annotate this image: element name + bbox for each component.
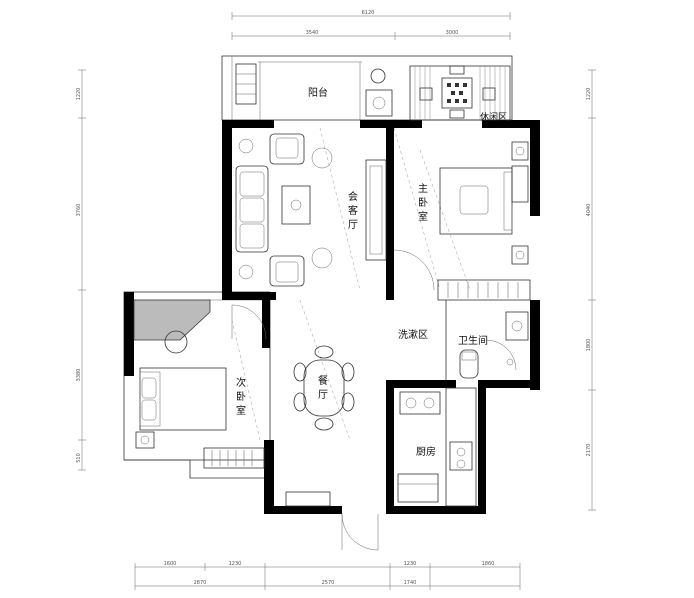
dim-bottom-1: 1600 [164, 561, 177, 567]
living-furniture [235, 133, 387, 287]
dim-bottom-7: 1740 [404, 580, 417, 586]
master-bedroom-furniture [437, 141, 531, 301]
label-leisure: 休闲区 [480, 111, 507, 123]
armchair-icon [269, 133, 305, 165]
dim-bottom-5: 2870 [194, 580, 207, 586]
kitchen-fixtures [397, 387, 477, 507]
washbasin-icon [370, 68, 386, 84]
kitchen-sink-icon [449, 441, 473, 471]
cabinet-icon [285, 491, 331, 507]
bed-icon [439, 167, 513, 235]
left-dimensions: 1220 3760 3380 510 [76, 69, 86, 471]
label-bathroom: 卫生间 [458, 334, 488, 347]
dim-bottom-2: 1230 [229, 561, 242, 567]
plant-icon [238, 138, 254, 154]
nightstand-icon [511, 141, 529, 161]
dim-top-left: 3540 [306, 30, 319, 36]
label-kitchen: 厨房 [416, 445, 436, 458]
bottom-dimensions: 1600 1230 1230 1860 2870 2570 1740 [134, 561, 521, 590]
tv-cabinet-icon [365, 159, 387, 261]
dim-top-total: 6120 [362, 10, 375, 16]
stool-icon [419, 87, 433, 101]
guide-lines [231, 127, 471, 441]
dim-left-4: 510 [76, 453, 82, 463]
doors [231, 249, 517, 551]
dim-bottom-6: 2570 [322, 580, 335, 586]
dim-left-3: 3380 [76, 369, 82, 382]
dim-right-1: 1220 [586, 88, 592, 101]
label-dining-2: 厅 [318, 390, 328, 401]
nightstand-icon [135, 431, 155, 449]
stove-icon [399, 391, 441, 415]
right-dimensions: 1220 4040 1800 2170 [586, 69, 596, 511]
dim-top-right: 3000 [446, 30, 459, 36]
second-bedroom-furniture [133, 299, 265, 469]
dim-left-2: 3760 [76, 204, 82, 217]
top-dimensions: 6120 3540 3000 [231, 10, 511, 40]
dim-left-1: 1220 [76, 88, 82, 101]
label-living-1: 会 [348, 190, 358, 203]
dim-right-3: 1800 [586, 339, 592, 352]
label-dining-1: 餐 [318, 374, 328, 387]
label-second-2: 卧 [236, 390, 246, 403]
label-second-3: 室 [236, 404, 246, 417]
sofa-icon [235, 165, 269, 253]
dim-right-2: 4040 [586, 204, 592, 217]
chair-icon [164, 330, 188, 354]
plant-icon [311, 147, 333, 169]
sink-icon [505, 311, 529, 341]
label-second-1: 次 [236, 376, 246, 389]
armchair-icon [269, 255, 305, 287]
room-labels: 阳台 休闲区 会 客 厅 主 卧 室 次 卧 室 餐 厅 洗漱区 卫生间 厨房 [236, 86, 507, 458]
nightstand-icon [511, 245, 529, 265]
dining-table-icon [303, 359, 345, 417]
wardrobe-icon [203, 447, 265, 469]
plant-icon [311, 247, 333, 269]
label-living-2: 客 [348, 204, 358, 217]
toilet-icon [459, 349, 479, 379]
coffee-table-icon [281, 185, 311, 225]
dining-furniture [285, 345, 355, 507]
dim-bottom-4: 1860 [482, 561, 495, 567]
dim-bottom-3: 1230 [404, 561, 417, 567]
bed-icon [139, 367, 227, 431]
game-table-icon [441, 77, 473, 109]
label-master-1: 主 [418, 183, 428, 195]
label-living-3: 厅 [348, 220, 358, 231]
desk-icon [133, 299, 211, 341]
balcony-furniture [235, 63, 511, 121]
plant-icon [238, 264, 254, 280]
fridge-icon [397, 473, 439, 503]
walls [124, 120, 540, 514]
label-master-3: 室 [418, 210, 428, 223]
bathroom-fixtures [445, 300, 529, 380]
label-wash-area: 洗漱区 [398, 329, 428, 341]
dim-right-4: 2170 [586, 444, 592, 457]
label-balcony: 阳台 [308, 86, 328, 99]
wardrobe-icon [437, 279, 531, 301]
label-master-2: 卧 [418, 196, 428, 209]
stool-icon [482, 87, 496, 101]
